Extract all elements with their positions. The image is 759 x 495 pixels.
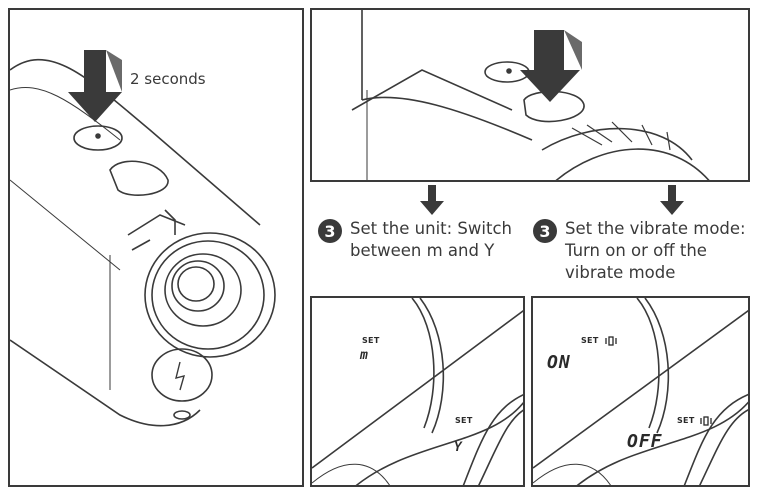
step-unit: 3 Set the unit: Switch between m and Y xyxy=(318,218,512,262)
set-indicator: SET xyxy=(362,336,380,345)
button-closeup-illustration xyxy=(351,10,710,180)
step-line: Set the unit: Switch xyxy=(350,219,512,238)
device-overview-panel: 2 seconds xyxy=(8,8,304,487)
lcd-lens-illustration xyxy=(312,298,523,485)
lcd-lens-illustration xyxy=(533,298,748,485)
unit-display-panel: SET m SET Y xyxy=(310,296,525,487)
step-number-badge: 3 xyxy=(318,219,342,243)
set-indicator: SET xyxy=(677,416,695,425)
step-vibrate: 3 Set the vibrate mode: Turn on or off t… xyxy=(533,218,746,284)
down-arrow-icon xyxy=(660,185,684,215)
device-overview-illustration xyxy=(10,50,276,427)
button-closeup-panel xyxy=(310,8,750,182)
vibrate-value-on: ON xyxy=(547,352,571,373)
step-line: vibrate mode xyxy=(565,263,676,282)
set-indicator: SET xyxy=(455,416,473,425)
step-description: Set the unit: Switch between m and Y xyxy=(350,218,512,262)
vibrate-value-off: OFF xyxy=(627,431,663,452)
step-line: Turn on or off the xyxy=(565,241,707,260)
vibrate-icon xyxy=(700,416,712,426)
step-line: Set the vibrate mode: xyxy=(565,219,746,238)
step-line: between m and Y xyxy=(350,241,495,260)
press-arrow-icon xyxy=(520,30,580,102)
vibrate-display-panel: SET ON SET OFF xyxy=(531,296,750,487)
set-indicator: SET xyxy=(581,336,599,345)
press-arrow-icon xyxy=(68,50,122,122)
unit-value-yard: Y xyxy=(454,440,462,455)
vibrate-icon xyxy=(605,336,617,346)
step-description: Set the vibrate mode: Turn on or off the… xyxy=(565,218,746,284)
press-duration-caption: 2 seconds xyxy=(130,70,206,88)
step-number-badge: 3 xyxy=(533,219,557,243)
down-arrow-icon xyxy=(420,185,444,215)
unit-value-meter: m xyxy=(360,348,368,363)
